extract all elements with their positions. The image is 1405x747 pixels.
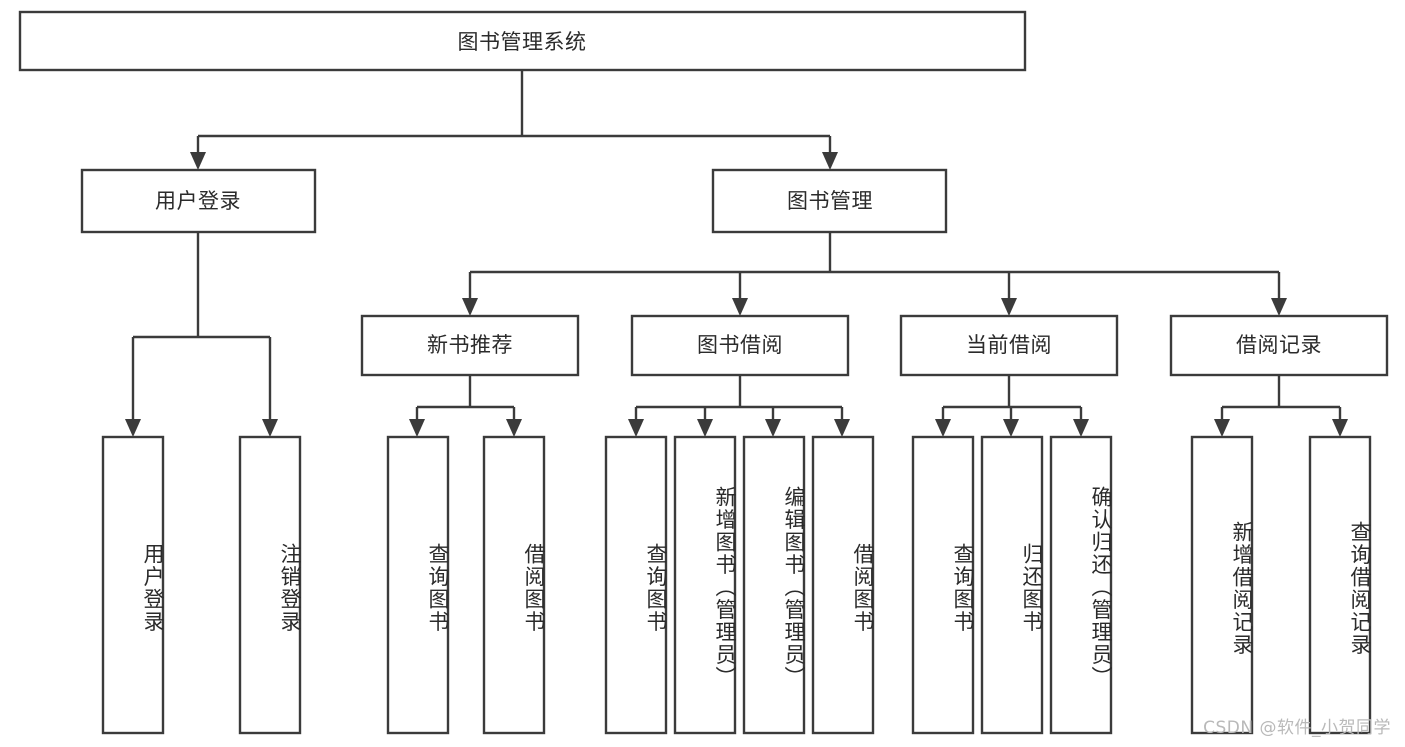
leaf-box-bb-1[interactable] — [604, 435, 668, 735]
leaf-box-br-1[interactable] — [1190, 435, 1254, 735]
arrow-head-bb-leaf-3 — [765, 419, 781, 437]
edge-group-book-borrow — [628, 375, 850, 437]
node-book-borrow-label: 图书借阅 — [697, 333, 783, 357]
node-book-manage-label: 图书管理 — [787, 189, 873, 213]
node-book-manage-box[interactable] — [711, 168, 948, 234]
arrow-head-br-leaf-2 — [1332, 419, 1348, 437]
node-borrow-record-label: 借阅记录 — [1236, 333, 1322, 357]
arrow-head-ul-leaf-1 — [125, 419, 141, 437]
leaf-boxes-user-login — [101, 435, 302, 735]
edge-group-book-manage — [462, 232, 1287, 316]
arrow-head-bb-leaf-4 — [834, 419, 850, 437]
node-new-book-recommend-label: 新书推荐 — [427, 333, 513, 357]
arrow-head-cb-leaf-2 — [1003, 419, 1019, 437]
edge-group-current-borrow — [935, 375, 1089, 437]
leaf-boxes-borrow-record — [1190, 435, 1372, 735]
node-borrow-record[interactable]: 借阅记录 — [1169, 314, 1389, 377]
node-book-manage[interactable]: 图书管理 — [711, 168, 948, 234]
node-book-borrow-box[interactable] — [630, 314, 850, 377]
arrow-head-cb-leaf-3 — [1073, 419, 1089, 437]
edge-group-root — [190, 70, 838, 170]
node-book-borrow[interactable]: 图书借阅 — [630, 314, 850, 377]
arrow-head-bb-leaf-1 — [628, 419, 644, 437]
node-current-borrow-box[interactable] — [899, 314, 1119, 377]
arrow-head-current-borrow — [1001, 298, 1017, 316]
node-current-borrow-label: 当前借阅 — [966, 333, 1052, 357]
edge-group-borrow-record — [1214, 375, 1348, 437]
leaf-box-br-2[interactable] — [1308, 435, 1372, 735]
arrow-head-book-borrow — [732, 298, 748, 316]
leaf-box-cb-3[interactable] — [1049, 435, 1113, 735]
node-root[interactable]: 图书管理系统 — [18, 10, 1027, 72]
arrow-head-book-manage — [822, 152, 838, 170]
arrow-head-nb-leaf-1 — [409, 419, 425, 437]
node-user-login[interactable]: 用户登录 — [80, 168, 317, 234]
leaf-boxes-current-borrow — [911, 435, 1113, 735]
edge-group-new-book — [409, 375, 522, 437]
leaf-box-nb-2[interactable] — [482, 435, 546, 735]
node-root-label: 图书管理系统 — [458, 30, 587, 54]
leaf-boxes-new-book — [386, 435, 546, 735]
node-current-borrow[interactable]: 当前借阅 — [899, 314, 1119, 377]
node-root-box[interactable] — [18, 10, 1027, 72]
arrow-head-borrow-record — [1271, 298, 1287, 316]
arrow-head-nb-leaf-2 — [506, 419, 522, 437]
node-new-book-recommend-box[interactable] — [360, 314, 580, 377]
node-new-book-recommend[interactable]: 新书推荐 — [360, 314, 580, 377]
leaf-boxes-book-borrow — [604, 435, 875, 735]
arrow-head-cb-leaf-1 — [935, 419, 951, 437]
leaf-box-bb-2[interactable] — [673, 435, 737, 735]
arrow-head-ul-leaf-2 — [262, 419, 278, 437]
leaf-box-ul-2[interactable] — [238, 435, 302, 735]
arrow-head-user-login — [190, 152, 206, 170]
leaf-box-cb-1[interactable] — [911, 435, 975, 735]
node-borrow-record-box[interactable] — [1169, 314, 1389, 377]
leaf-box-bb-3[interactable] — [742, 435, 806, 735]
node-user-login-box[interactable] — [80, 168, 317, 234]
arrow-head-new-book — [462, 298, 478, 316]
leaf-box-bb-4[interactable] — [811, 435, 875, 735]
leaf-box-ul-1[interactable] — [101, 435, 165, 735]
arrow-head-bb-leaf-2 — [697, 419, 713, 437]
edge-group-user-login — [125, 232, 278, 437]
csdn-watermark: CSDN @软件_小贺同学 — [1203, 718, 1391, 738]
leaf-box-nb-1[interactable] — [386, 435, 450, 735]
arrow-head-br-leaf-1 — [1214, 419, 1230, 437]
node-user-login-label: 用户登录 — [155, 189, 241, 213]
leaf-box-cb-2[interactable] — [980, 435, 1044, 735]
